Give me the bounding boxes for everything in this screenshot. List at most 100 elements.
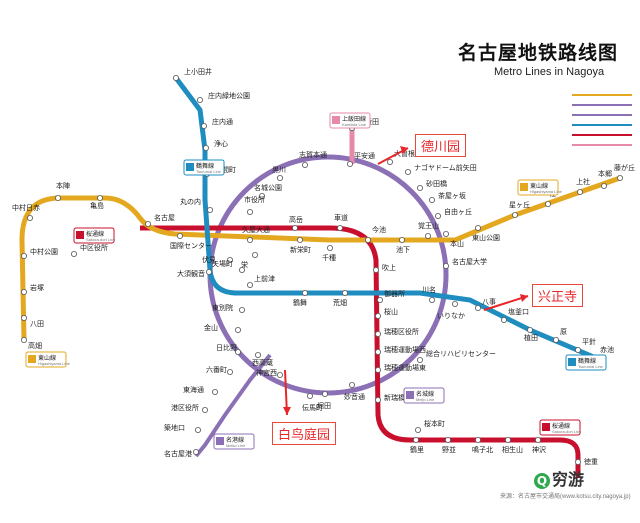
station-marker[interactable] — [500, 316, 507, 323]
station-marker[interactable] — [398, 236, 405, 243]
station-label: 築地口 — [164, 423, 185, 432]
station-marker[interactable] — [474, 224, 481, 231]
station-marker[interactable] — [444, 436, 451, 443]
station-marker[interactable] — [26, 214, 33, 221]
station-marker[interactable] — [206, 206, 213, 213]
station-marker[interactable] — [246, 208, 253, 215]
station-marker[interactable] — [451, 300, 458, 307]
station-label: 平安通 — [354, 151, 375, 160]
station-marker[interactable] — [374, 348, 381, 355]
station-marker[interactable] — [194, 426, 201, 433]
station-marker[interactable] — [364, 236, 371, 243]
station-marker[interactable] — [374, 396, 381, 403]
station-marker[interactable] — [504, 436, 511, 443]
station-label: 高岳 — [289, 215, 303, 224]
station-marker[interactable] — [575, 458, 582, 465]
station-marker[interactable] — [442, 262, 449, 269]
station-marker[interactable] — [474, 436, 481, 443]
station-marker[interactable] — [276, 174, 283, 181]
station-marker[interactable] — [55, 194, 62, 201]
station-label: 東別院 — [212, 303, 233, 312]
station-marker[interactable] — [201, 406, 208, 413]
station-marker[interactable] — [374, 366, 381, 373]
station-marker[interactable] — [416, 356, 423, 363]
station-marker[interactable] — [251, 251, 258, 258]
station-marker[interactable] — [254, 351, 261, 358]
station-marker[interactable] — [512, 211, 519, 218]
station-marker[interactable] — [372, 266, 379, 273]
station-marker[interactable] — [535, 436, 542, 443]
station-label: 神沢 — [532, 445, 546, 454]
station-marker[interactable] — [428, 196, 435, 203]
station-label: 御器所 — [384, 289, 405, 298]
station-label: 鶴舞 — [293, 298, 307, 307]
station-marker[interactable] — [176, 232, 183, 239]
station-marker[interactable] — [20, 288, 27, 295]
station-marker[interactable] — [374, 312, 381, 319]
station-marker[interactable] — [246, 281, 253, 288]
station-marker[interactable] — [258, 192, 265, 199]
station-marker[interactable] — [276, 371, 283, 378]
station-marker[interactable] — [301, 161, 308, 168]
station-marker[interactable] — [575, 346, 582, 353]
station-marker[interactable] — [374, 330, 381, 337]
station-marker[interactable] — [527, 326, 534, 333]
station-marker[interactable] — [617, 174, 624, 181]
station-marker[interactable] — [234, 326, 241, 333]
station-marker[interactable] — [20, 336, 27, 343]
station-marker[interactable] — [424, 232, 431, 239]
station-marker[interactable] — [348, 381, 355, 388]
station-marker[interactable] — [428, 296, 435, 303]
station-marker[interactable] — [346, 160, 353, 167]
station-marker[interactable] — [97, 194, 104, 201]
station-marker[interactable] — [577, 188, 584, 195]
station-marker[interactable] — [474, 304, 481, 311]
station-marker[interactable] — [341, 289, 348, 296]
station-marker[interactable] — [20, 314, 27, 321]
station-marker[interactable] — [545, 200, 552, 207]
station-marker[interactable] — [202, 144, 209, 151]
metro-logo-icon — [216, 437, 224, 445]
station-marker[interactable] — [321, 390, 328, 397]
station-marker[interactable] — [416, 184, 423, 191]
station-marker[interactable] — [442, 230, 449, 237]
station-marker[interactable] — [246, 236, 253, 243]
station-marker[interactable] — [414, 426, 421, 433]
station-label: 相生山 — [502, 445, 523, 454]
station-marker[interactable] — [238, 306, 245, 313]
station-marker[interactable] — [211, 388, 218, 395]
station-marker[interactable] — [336, 224, 343, 231]
station-marker[interactable] — [226, 368, 233, 375]
station-marker[interactable] — [172, 75, 179, 82]
station-marker[interactable] — [291, 224, 298, 231]
station-marker[interactable] — [234, 348, 241, 355]
station-marker[interactable] — [404, 168, 411, 175]
station-label: 鶴里 — [410, 445, 424, 454]
station-marker[interactable] — [601, 182, 608, 189]
station-marker[interactable] — [226, 256, 233, 263]
station-marker[interactable] — [434, 212, 441, 219]
station-marker[interactable] — [553, 336, 560, 343]
station-marker[interactable] — [326, 244, 333, 251]
station-label: いりなか — [437, 312, 465, 320]
station-marker[interactable] — [301, 289, 308, 296]
station-label: 矢場町 — [212, 259, 233, 268]
station-marker[interactable] — [238, 266, 245, 273]
station-marker[interactable] — [192, 448, 199, 455]
station-marker[interactable] — [200, 123, 207, 130]
station-labels: 上小田井庄内緑地公園庄内通浄心浅間町丸の内伏見大須観音上前津鶴舞荒畑御器所川名い… — [12, 67, 635, 466]
station-marker[interactable] — [412, 436, 419, 443]
station-marker[interactable] — [20, 252, 27, 259]
station-marker[interactable] — [205, 268, 212, 275]
station-marker[interactable] — [386, 158, 393, 165]
q-logo-icon: Q — [534, 472, 550, 489]
station-marker[interactable] — [144, 220, 151, 227]
station-marker[interactable] — [376, 296, 383, 303]
station-label: 高畑 — [28, 341, 42, 350]
station-marker[interactable] — [306, 392, 313, 399]
callout-tokugawaen: 德川园 — [415, 134, 467, 157]
station-marker[interactable] — [296, 236, 303, 243]
station-marker[interactable] — [196, 97, 203, 104]
station-marker[interactable] — [71, 250, 78, 257]
